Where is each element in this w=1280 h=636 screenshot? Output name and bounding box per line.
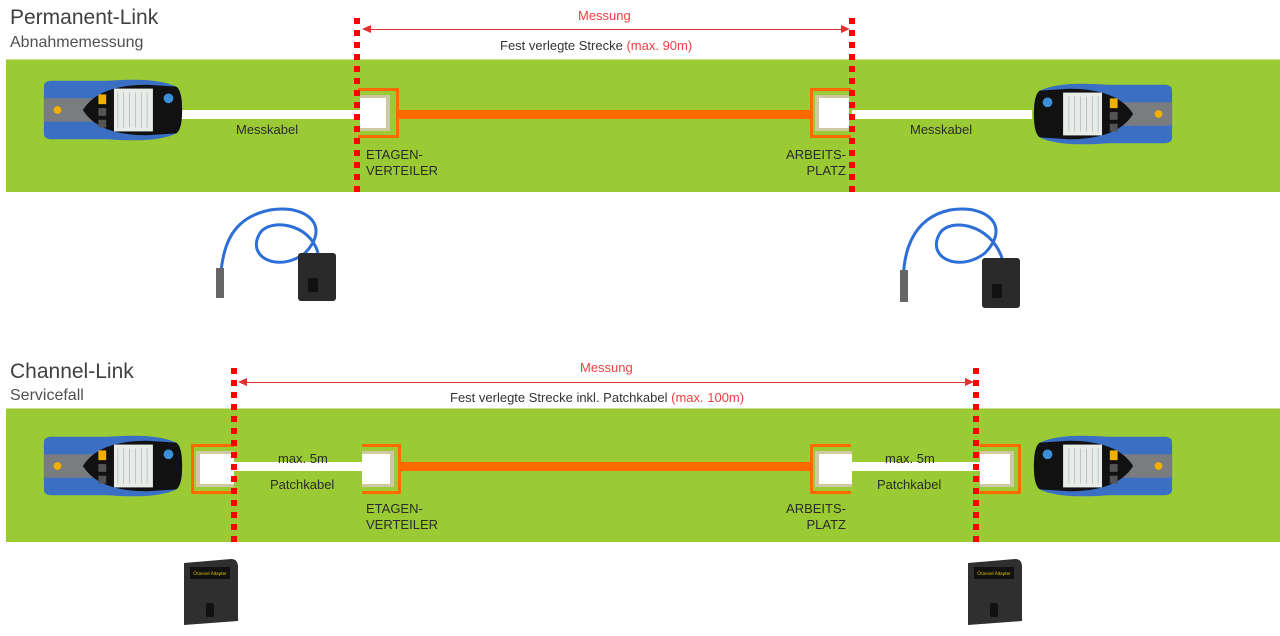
section-title-channel-link: Channel-Link — [10, 360, 134, 383]
location-arbeitsplatz: ARBEITS-PLATZ — [786, 147, 846, 179]
cable-tester-remote-unit — [1033, 83, 1173, 145]
patch-length-right: max. 5m — [885, 451, 935, 466]
location-line: PLATZ — [806, 163, 847, 178]
arrow-left-icon — [362, 25, 371, 33]
port-tester-right — [980, 451, 1014, 487]
port-frame-arbeitsplatz — [810, 88, 851, 138]
location-line: ARBEITS- — [786, 147, 846, 162]
patch-label-left: Patchkabel — [270, 477, 335, 492]
location-line: ETAGEN- — [366, 501, 423, 516]
location-etagenverteiler: ETAGEN-VERTEILER — [366, 147, 438, 179]
measurement-boundary-right — [973, 368, 979, 544]
port-frame-arbeitsplatz — [810, 444, 851, 494]
measurement-boundary-left — [231, 368, 237, 544]
span-description: Fest verlegte Strecke (max. 90m) — [500, 38, 692, 53]
span-limit: (max. 100m) — [671, 390, 745, 405]
measurement-cable-right — [852, 110, 1032, 119]
location-line: ETAGEN- — [366, 147, 423, 162]
location-line: VERTEILER — [366, 517, 439, 532]
cable-label-right: Messkabel — [910, 122, 973, 137]
patch-length-left: max. 5m — [278, 451, 328, 466]
location-etagenverteiler: ETAGEN-VERTEILER — [366, 501, 438, 533]
arrow-right-icon — [841, 25, 850, 33]
section-subtitle-servicefall: Servicefall — [10, 387, 84, 404]
span-description: Fest verlegte Strecke inkl. Patchkabel (… — [450, 390, 744, 405]
port-etagenverteiler — [362, 451, 394, 487]
port-frame-tester-right — [980, 444, 1021, 494]
installed-cable — [398, 462, 812, 471]
port-etagenverteiler — [360, 95, 390, 131]
patch-label-right: Patchkabel — [877, 477, 942, 492]
measurement-boundary-left — [354, 18, 360, 194]
port-frame-tester-left — [191, 444, 234, 494]
arrow-right-icon — [965, 378, 974, 386]
location-arbeitsplatz: ARBEITS-PLATZ — [786, 501, 846, 533]
cable-tester-main-unit — [43, 79, 183, 141]
svg-text:Channel Adapter: Channel Adapter — [977, 571, 1011, 576]
arrow-left-icon — [238, 378, 247, 386]
port-arbeitsplatz — [815, 95, 849, 131]
port-arbeitsplatz — [815, 451, 852, 487]
location-line: VERTEILER — [366, 163, 439, 178]
measurement-cable-left — [180, 110, 360, 119]
port-frame-etagenverteiler — [362, 444, 401, 494]
section-title-permanent-link: Permanent-Link — [10, 6, 159, 29]
section-subtitle-abnahmemessung: Abnahmemessung — [10, 34, 144, 51]
permanent-link-adapter-icon — [216, 207, 336, 301]
measurement-label: Messung — [578, 8, 631, 23]
port-tester-left — [196, 451, 234, 487]
installed-cable — [398, 110, 812, 119]
port-frame-etagenverteiler — [358, 88, 399, 138]
span-limit: (max. 90m) — [626, 38, 693, 53]
cable-tester-main-unit — [43, 435, 183, 497]
channel-adapter-icon: Channel Adapter — [968, 559, 1022, 625]
patch-cable-right — [848, 462, 983, 471]
measurement-label: Messung — [580, 360, 633, 375]
channel-adapter-icon: Channel Adapter — [184, 559, 238, 625]
cable-label-left: Messkabel — [236, 122, 299, 137]
span-text: Fest verlegte Strecke inkl. Patchkabel — [450, 390, 668, 405]
svg-text:Channel Adapter: Channel Adapter — [193, 571, 227, 576]
measurement-boundary-right — [849, 18, 855, 194]
location-line: ARBEITS- — [786, 501, 846, 516]
patch-cable-left — [230, 462, 365, 471]
measurement-arrow-line — [240, 382, 972, 383]
location-line: PLATZ — [806, 517, 847, 532]
cable-tester-remote-unit — [1033, 435, 1173, 497]
permanent-link-adapter-icon — [900, 207, 1020, 308]
span-text: Fest verlegte Strecke — [500, 38, 623, 53]
measurement-arrow-line — [364, 29, 848, 30]
